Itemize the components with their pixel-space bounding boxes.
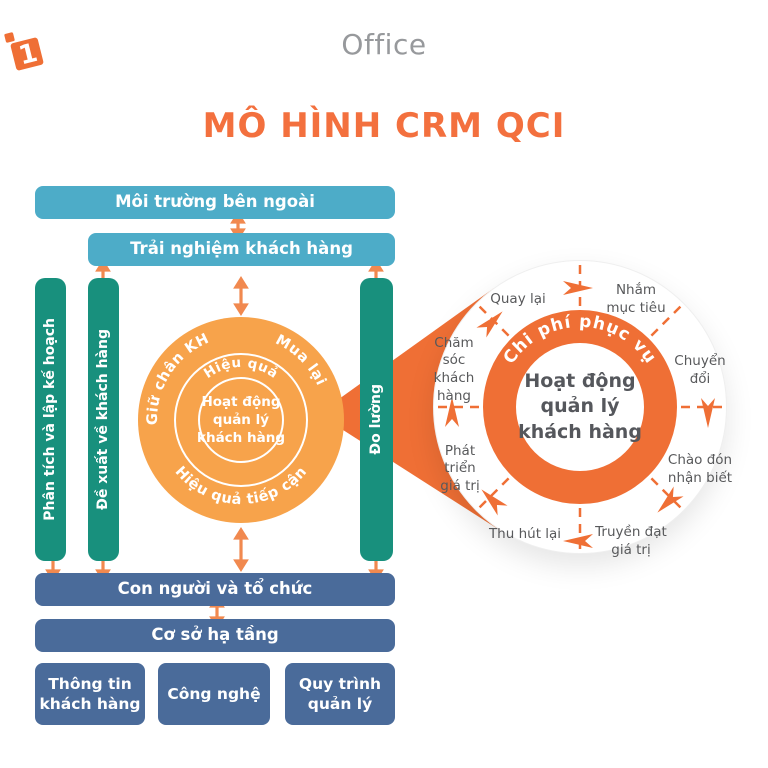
cycle-segment-label-targeting: Nhắm mục tiêu bbox=[606, 282, 666, 316]
page-title: MÔ HÌNH CRM QCI bbox=[202, 106, 566, 146]
bar-label: Cơ sở hạ tầng bbox=[151, 625, 279, 645]
bar-label: Trải nghiệm khách hàng bbox=[130, 239, 353, 259]
cost-to-serve-ring bbox=[483, 310, 677, 504]
plane-icon bbox=[563, 281, 593, 295]
bar-label: Môi trường bên ngoài bbox=[115, 192, 315, 212]
plane-icon bbox=[657, 486, 684, 513]
cycle-center-label: Hoạt động quản lý khách hàng bbox=[518, 369, 642, 443]
core-circle-center-label: Hoạt động quản lý khách hàng bbox=[196, 393, 285, 447]
logo-mark-icon: 1 bbox=[4, 32, 44, 71]
cycle-segment-label-customer-care: Chăm sóc khách hàng bbox=[433, 334, 475, 404]
plane-icon bbox=[563, 534, 593, 548]
cycle-segment-label-welcome: Chào đón nhận biết bbox=[667, 452, 733, 486]
plane-icon bbox=[445, 397, 459, 427]
box-management-process: Quy trình quản lý bbox=[285, 663, 395, 725]
brand-text: Office bbox=[341, 28, 427, 61]
pillar-analysis-planning: Phân tích và lập kế hoạch bbox=[35, 278, 66, 561]
pillar-label: Đo lường bbox=[367, 384, 384, 455]
pillar-measurement: Đo lường bbox=[360, 278, 393, 561]
brand-logo: 1 Office bbox=[0, 28, 768, 71]
bar-label: Con người và tổ chức bbox=[117, 579, 313, 599]
bar-people-organization: Con người và tổ chức bbox=[35, 573, 395, 606]
cycle-segment-label-value-delivery: Truyền đạt giá trị bbox=[595, 524, 667, 558]
cycle-segment-label-winback: Thu hút lại bbox=[488, 526, 562, 543]
bar-external-environment: Môi trường bên ngoài bbox=[35, 186, 395, 219]
bar-infrastructure: Cơ sở hạ tầng bbox=[35, 619, 395, 652]
pillar-customer-proposition: Đề xuất về khách hàng bbox=[88, 278, 119, 561]
box-technology: Công nghệ bbox=[158, 663, 270, 725]
flow-arrow bbox=[233, 275, 249, 317]
pillar-label: Đề xuất về khách hàng bbox=[94, 329, 111, 510]
bar-customer-experience: Trải nghiệm khách hàng bbox=[88, 233, 395, 266]
flow-arrow bbox=[233, 526, 249, 573]
segment-divider-lines bbox=[437, 264, 723, 550]
cycle-segment-label-conversion: Chuyển đổi bbox=[674, 353, 726, 387]
pillar-label: Phân tích và lập kế hoạch bbox=[41, 318, 58, 521]
plane-icon bbox=[701, 398, 715, 428]
flow-plane-icons bbox=[445, 281, 715, 548]
cycle-segment-label-value-growth: Phát triển giá trị bbox=[440, 442, 480, 494]
plane-icon bbox=[476, 311, 503, 338]
core-circle: Giữ chân KH Mua lại Hiệu quả tiếp cận Hi… bbox=[138, 317, 344, 523]
cycle-segment-label-return: Quay lại bbox=[490, 291, 546, 308]
plane-icon bbox=[481, 489, 508, 516]
box-customer-information: Thông tin khách hàng bbox=[35, 663, 145, 725]
